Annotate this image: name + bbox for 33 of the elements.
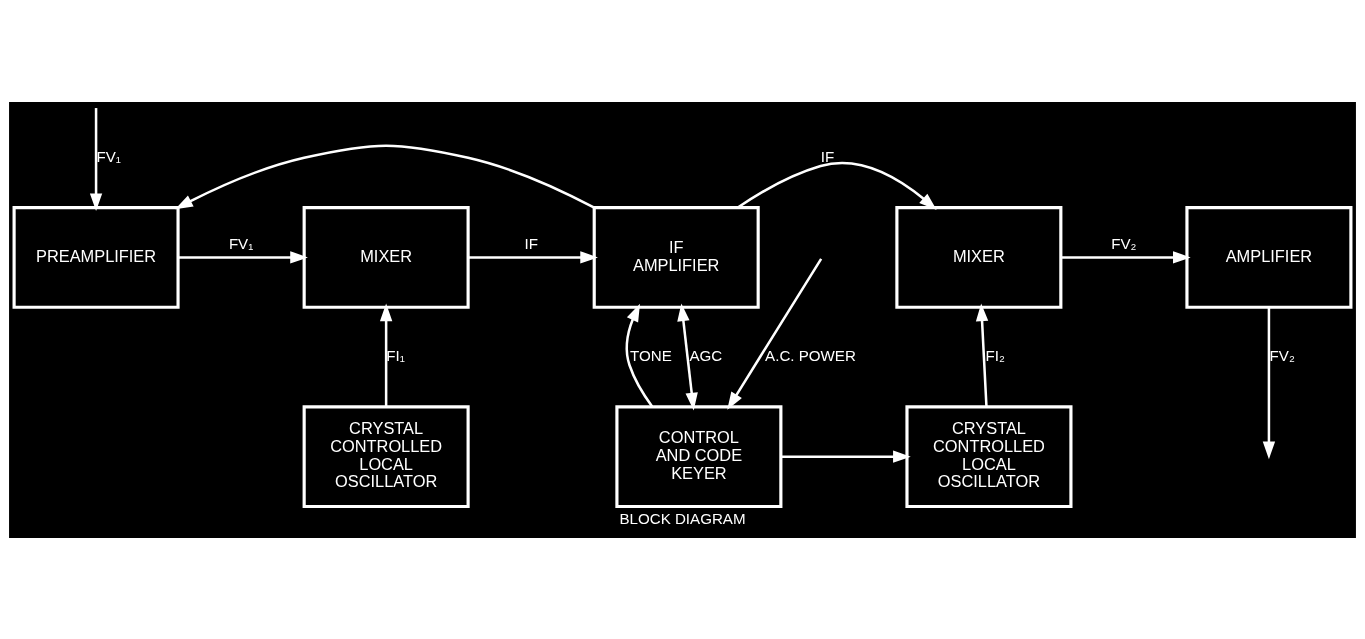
node-box: PREAMPLIFIER [12,205,180,309]
node-box: AMPLIFIER [1185,205,1353,309]
node-box: CRYSTAL CONTROLLED LOCAL OSCILLATOR [905,404,1073,508]
arrow [379,302,393,407]
arrow [625,303,654,407]
node-box: MIXER [302,205,470,309]
edge-label: FV₂ [1269,346,1295,364]
edge-label: FV₁ [96,147,121,165]
node-box: CRYSTAL CONTROLLED LOCAL OSCILLATOR [302,404,470,508]
node-box: IF AMPLIFIER [592,205,760,309]
arrow [178,250,308,264]
edge-label: IF [820,147,835,165]
arrow [175,143,595,209]
arrow [468,250,598,264]
arrow [781,449,911,463]
edge-label: IF [524,234,538,252]
node-box: MIXER [895,205,1063,309]
arrow [737,161,937,210]
edge-label: FI₂ [985,346,1005,364]
edge-label: AGC [689,346,723,364]
arrow [727,257,823,410]
edge-label: FV₂ [1111,234,1137,252]
edge-label: FV₁ [228,234,254,252]
arrow [1262,306,1276,459]
arrow [975,303,989,407]
arrow [89,107,103,211]
node-box: CONTROL AND CODE KEYER [615,404,783,508]
arrow [1061,250,1191,264]
edge-label: TONE [630,346,672,364]
edge-label: FI₁ [386,346,405,364]
edge-label: A.C. POWER [765,346,856,364]
arrow [677,303,698,410]
caption: BLOCK DIAGRAM [619,509,746,527]
